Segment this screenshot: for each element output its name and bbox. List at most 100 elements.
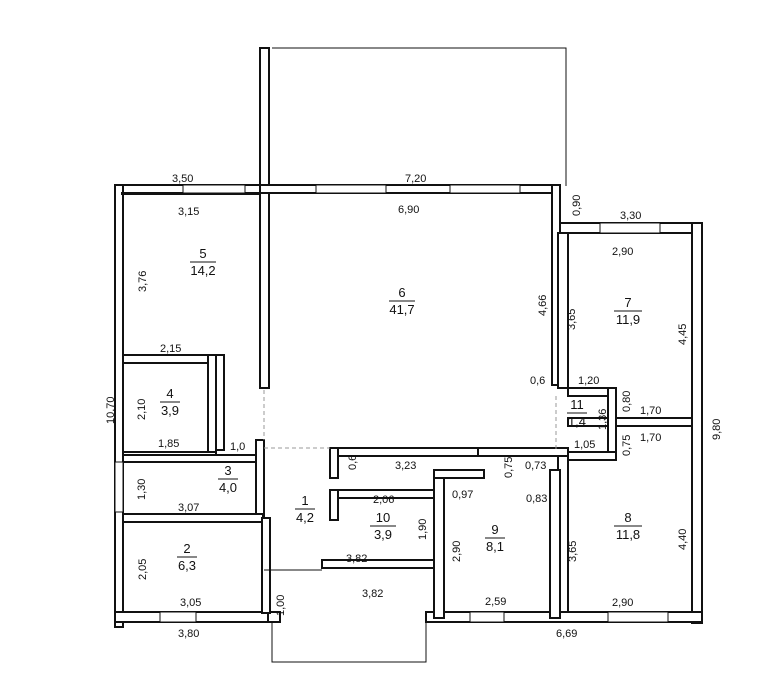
room-area: 8,1 xyxy=(486,539,504,554)
window-room9 xyxy=(469,611,505,623)
dim-label: 1,00 xyxy=(275,595,287,616)
room-label-7: 7 11,9 xyxy=(614,295,642,327)
dim-label: 2,59 xyxy=(485,596,506,608)
dim-label: 1,85 xyxy=(158,438,179,450)
wall-room11-right xyxy=(607,387,617,459)
wall-room9-right xyxy=(549,469,561,619)
room-area: 6,3 xyxy=(178,558,196,573)
room-number: 8 xyxy=(624,510,631,525)
dim-label: 0,80 xyxy=(621,391,633,412)
room-label-3: 3 4,0 xyxy=(218,463,238,495)
dim-label: 3,50 xyxy=(172,173,193,185)
room-label-6: 6 41,7 xyxy=(389,285,415,317)
wall-hall-stub xyxy=(329,447,339,479)
room-number: 2 xyxy=(183,541,190,556)
dim-label: 1,70 xyxy=(640,432,661,444)
room-label-4: 4 3,9 xyxy=(160,386,180,418)
dim-label: 9,80 xyxy=(711,419,723,440)
dim-label: 4,66 xyxy=(537,295,549,316)
dim-label: 3,30 xyxy=(620,210,641,222)
room-area: 11,8 xyxy=(616,527,640,542)
dim-label: 10,70 xyxy=(105,396,117,424)
dim-label: 3,23 xyxy=(395,460,416,472)
dim-label: 2,90 xyxy=(612,246,633,258)
dim-label: 1,36 xyxy=(597,409,609,430)
wall-room2-right xyxy=(261,517,271,614)
wall-room3-right xyxy=(255,439,265,519)
room-label-11: 11 1,4 xyxy=(567,397,587,429)
room-area: 1,4 xyxy=(568,414,586,429)
dim-label: 6,90 xyxy=(398,204,419,216)
dim-label: 0,6 xyxy=(347,455,359,470)
wall-outer-left xyxy=(114,184,124,628)
dim-label: 0,90 xyxy=(571,195,583,216)
dim-label: 2,06 xyxy=(373,494,394,506)
room-label-8: 8 11,8 xyxy=(614,510,642,542)
dim-label: 4,45 xyxy=(677,324,689,345)
dim-label: 1,0 xyxy=(230,441,245,453)
dim-label: 0,83 xyxy=(526,493,547,505)
dim-label: 2,05 xyxy=(137,559,149,580)
dim-label: 4,40 xyxy=(677,529,689,550)
window-living-1 xyxy=(315,184,387,194)
dim-label: 1,20 xyxy=(578,375,599,387)
dim-label: 6,69 xyxy=(556,628,577,640)
wall-room7-bottom xyxy=(567,417,693,427)
dim-label: 3,65 xyxy=(566,309,578,330)
wall-porch-bottom xyxy=(267,611,281,623)
porch-outline xyxy=(271,620,427,663)
dim-label: 2,10 xyxy=(136,399,148,420)
room-label-1: 1 4,2 xyxy=(295,493,315,525)
window-room5 xyxy=(182,184,246,194)
room-number: 4 xyxy=(166,386,173,401)
window-living-2 xyxy=(449,184,521,194)
room-label-5: 5 14,2 xyxy=(190,246,216,278)
window-room8 xyxy=(607,611,669,623)
room-number: 7 xyxy=(624,295,631,310)
window-room7 xyxy=(599,222,661,234)
dim-label: 2,90 xyxy=(612,597,633,609)
wall-room4-right xyxy=(207,354,217,456)
room-number: 3 xyxy=(224,463,231,478)
wall-outer-right xyxy=(691,222,703,624)
room-number: 1 xyxy=(301,493,308,508)
room-number: 6 xyxy=(398,285,405,300)
wall-room3-bottom xyxy=(122,513,264,523)
dim-label: 1,30 xyxy=(136,479,148,500)
room-area: 4,0 xyxy=(219,480,237,495)
room-area: 3,9 xyxy=(374,527,392,542)
wall-corridor-right xyxy=(215,354,225,451)
dim-label: 3,82 xyxy=(346,553,367,565)
dim-label: 3,07 xyxy=(178,502,199,514)
wall-room9-left xyxy=(433,477,445,619)
room-label-10: 10 3,9 xyxy=(370,510,396,542)
room-area: 4,2 xyxy=(296,510,314,525)
dim-label: 1,90 xyxy=(417,519,429,540)
wall-room10-left xyxy=(329,489,339,521)
room-number: 5 xyxy=(199,246,206,261)
room-number: 9 xyxy=(491,522,498,537)
dim-label: 0,97 xyxy=(452,489,473,501)
dim-label: 3,15 xyxy=(178,206,199,218)
dim-label: 2,90 xyxy=(451,541,463,562)
dim-label: 0,6 xyxy=(530,375,545,387)
wall-room9-top xyxy=(477,447,569,457)
wall-room3-top xyxy=(122,454,264,463)
wall-room9-top-left xyxy=(433,469,485,479)
dim-label: 0,75 xyxy=(621,435,633,456)
wall-room7-left xyxy=(557,232,569,389)
window-room2 xyxy=(159,611,197,623)
dim-label: 3,05 xyxy=(180,597,201,609)
wall-room11-bottom xyxy=(567,451,617,461)
window-room3 xyxy=(114,461,124,513)
dim-label: 3,65 xyxy=(567,541,579,562)
wall-terrace-post xyxy=(259,47,270,389)
room-number: 11 xyxy=(570,397,584,412)
room-area: 41,7 xyxy=(389,302,414,317)
room-label-2: 2 6,3 xyxy=(177,541,197,573)
room-number: 10 xyxy=(376,510,390,525)
dim-label: 0,75 xyxy=(503,457,515,478)
dimension-labels: 3,50 3,15 2,15 1,85 1,0 3,07 3,05 3,80 7… xyxy=(158,173,661,640)
room-area: 3,9 xyxy=(161,403,179,418)
